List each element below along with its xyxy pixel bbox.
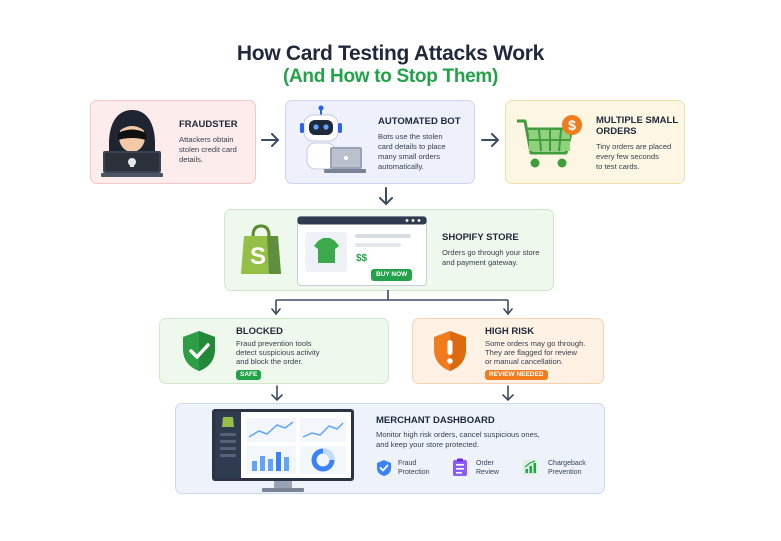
fraudster-heading: FRAUDSTER xyxy=(179,119,238,130)
chart-icon xyxy=(523,460,538,475)
storefront-window xyxy=(297,216,427,286)
shield-check-icon xyxy=(183,331,215,371)
multiple-orders-card: $ MULTIPLE SMALL ORDERS Tiny orders are … xyxy=(505,100,685,184)
shopify-store-card: S $$ BUY NOW SHOPIFY STORE Orders go thr… xyxy=(224,209,554,291)
multiple-text-2: every few seconds xyxy=(596,152,659,161)
feature-chargeback-label-1: Chargeback xyxy=(548,460,586,467)
safe-badge: SAFE xyxy=(236,370,262,380)
dashboard-text-2: and keep your store protected. xyxy=(376,440,480,449)
multiple-text-1: Tiny orders are placed xyxy=(596,142,672,151)
fraudster-card: FRAUDSTER Attackers obtain stolen credit… xyxy=(90,100,256,184)
multiple-heading-1: MULTIPLE SMALL xyxy=(596,115,679,126)
fraudster-text-1: Attackers obtain xyxy=(179,135,234,144)
bot-text-1: Bots use the stolen xyxy=(378,132,443,141)
diagram-subtitle: (And How to Stop Them) xyxy=(282,66,499,87)
feature-fraud-label-2: Protection xyxy=(398,469,430,476)
feature-chargeback-label-2: Prevention xyxy=(548,469,582,476)
high-risk-text-2: They are flagged for review xyxy=(485,348,578,357)
review-needed-badge: REVIEW NEEDED xyxy=(485,370,548,380)
blocked-card: BLOCKED Fraud prevention tools detect su… xyxy=(159,318,389,384)
high-risk-text-1: Some orders may go through. xyxy=(485,339,586,348)
shield-check-icon xyxy=(377,460,391,476)
high-risk-heading: HIGH RISK xyxy=(485,326,535,337)
dashboard-text-1: Monitor high risk orders, cancel suspici… xyxy=(376,430,540,439)
shopping-cart-icon: $ xyxy=(517,115,582,168)
arrow-right-icon xyxy=(261,133,280,147)
dashboard-monitor-illustration xyxy=(212,409,354,492)
blocked-text-3: and block the order. xyxy=(236,357,303,366)
hacker-icon xyxy=(101,110,163,177)
feature-order-label-1: Order xyxy=(476,460,494,467)
blocked-heading: BLOCKED xyxy=(236,326,283,337)
high-risk-card: HIGH RISK Some orders may go through. Th… xyxy=(412,318,604,384)
store-text-2: and payment gateway. xyxy=(442,258,518,267)
clipboard-list-icon xyxy=(453,458,467,476)
merchant-dashboard-card: MERCHANT DASHBOARD Monitor high risk ord… xyxy=(175,403,605,494)
branch-connector xyxy=(271,290,513,316)
store-heading: SHOPIFY STORE xyxy=(442,232,519,243)
arrow-down-icon xyxy=(379,187,393,206)
arrow-down-icon xyxy=(271,385,283,402)
arrow-right-icon xyxy=(481,133,500,147)
shield-warning-icon xyxy=(434,331,466,371)
blocked-text-1: Fraud prevention tools xyxy=(236,339,312,348)
dashboard-heading: MERCHANT DASHBOARD xyxy=(376,415,495,426)
bot-text-2: card details to place xyxy=(378,142,446,151)
buy-now-button[interactable]: BUY NOW xyxy=(371,269,413,281)
feature-order-label-2: Review xyxy=(476,469,499,476)
arrow-down-icon xyxy=(502,385,514,402)
feature-fraud-label-1: Fraud xyxy=(398,460,417,467)
multiple-text-3: to test cards. xyxy=(596,162,640,171)
fraudster-text-2: stolen credit card xyxy=(179,145,237,154)
multiple-heading-2: ORDERS xyxy=(596,126,637,137)
svg-text:S: S xyxy=(250,243,266,270)
fraudster-text-3: details. xyxy=(179,155,204,164)
bot-text-4: automatically. xyxy=(378,162,424,171)
diagram-title: How Card Testing Attacks Work xyxy=(236,42,545,65)
automated-bot-card: AUTOMATED BOT Bots use the stolen card d… xyxy=(285,100,475,184)
robot-icon xyxy=(300,105,366,173)
high-risk-text-3: or manual cancellation. xyxy=(485,357,564,366)
blocked-text-2: detect suspicious activity xyxy=(236,348,320,357)
shopify-bag-icon: S xyxy=(241,224,281,274)
bot-text-3: many small orders xyxy=(378,152,441,161)
svg-text:$: $ xyxy=(568,117,576,133)
store-text-1: Orders go through your store xyxy=(442,248,540,257)
bot-heading: AUTOMATED BOT xyxy=(378,116,461,127)
price-label: $$ xyxy=(356,253,368,264)
